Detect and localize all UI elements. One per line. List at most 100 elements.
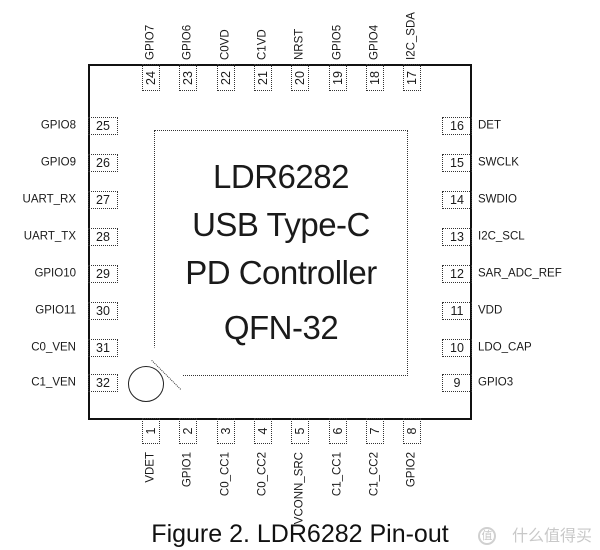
pin-number: 29 bbox=[96, 266, 110, 281]
pin-name: GPIO1 bbox=[181, 452, 194, 488]
pin-pad bbox=[88, 339, 118, 357]
pin-number: 27 bbox=[96, 192, 110, 207]
pin-pad bbox=[88, 154, 118, 172]
pin-number: 23 bbox=[180, 71, 195, 85]
pin-number: 30 bbox=[96, 303, 110, 318]
watermark-text: 什么值得买 bbox=[511, 528, 592, 545]
chip-title-interface: USB Type-C bbox=[192, 206, 370, 243]
chip-title-part: LDR6282 bbox=[213, 158, 349, 195]
pin-pad bbox=[88, 191, 118, 209]
pin-name: GPIO6 bbox=[181, 24, 194, 60]
pin-pad bbox=[142, 418, 160, 444]
pin-name: GPIO4 bbox=[368, 24, 381, 60]
pin-pad bbox=[403, 64, 421, 91]
pin-pad bbox=[88, 265, 118, 283]
chip-title-function: PD Controller bbox=[185, 254, 377, 291]
pin-pad bbox=[329, 64, 347, 91]
pin-pad bbox=[179, 64, 197, 91]
die-pad-outline bbox=[154, 130, 408, 376]
pin-pad bbox=[254, 64, 272, 91]
pin-name: VDET bbox=[144, 452, 157, 483]
pin-pad bbox=[366, 64, 384, 91]
pin-number: 8 bbox=[404, 427, 419, 435]
pin-name: GPIO10 bbox=[34, 267, 76, 280]
pin-number: 7 bbox=[367, 427, 382, 435]
pin-pad bbox=[88, 302, 118, 320]
pin-name: C1_CC2 bbox=[368, 452, 381, 497]
watermark-logo-icon: 值 bbox=[478, 527, 496, 545]
pin-pad bbox=[179, 418, 197, 444]
chip-title-package: QFN-32 bbox=[223, 309, 339, 346]
pin-name: LDO_CAP bbox=[478, 341, 532, 354]
pin-number: 21 bbox=[255, 71, 270, 85]
pin-name: VDD bbox=[478, 304, 503, 317]
pin-pad bbox=[442, 302, 472, 320]
pin-number: 10 bbox=[450, 340, 464, 355]
pin-name: GPIO5 bbox=[331, 24, 344, 60]
pin-name: C1_CC1 bbox=[331, 452, 344, 497]
pin-pad bbox=[88, 228, 118, 246]
pin-name: C1VD bbox=[256, 29, 269, 60]
pin-pad bbox=[142, 64, 160, 91]
pin-name: NRST bbox=[293, 28, 306, 60]
pin-name: C0_CC2 bbox=[256, 452, 269, 497]
pin-name: UART_RX bbox=[22, 193, 76, 206]
pin-number: 12 bbox=[450, 266, 464, 281]
pin-number: 4 bbox=[255, 427, 270, 435]
pin-name: SWDIO bbox=[478, 193, 517, 206]
pin-pad bbox=[442, 154, 472, 172]
pin-number: 19 bbox=[330, 71, 345, 85]
pin-number: 13 bbox=[450, 229, 464, 244]
pin-name: GPIO2 bbox=[405, 452, 418, 488]
pin-number: 6 bbox=[330, 427, 345, 435]
pin-name: UART_TX bbox=[23, 230, 76, 243]
pin-number: 18 bbox=[367, 71, 382, 85]
pin-number: 16 bbox=[450, 118, 464, 133]
pin-number: 14 bbox=[450, 192, 464, 207]
pin-pad bbox=[88, 117, 118, 135]
pin-number: 31 bbox=[96, 340, 110, 355]
pin1-indicator-circle bbox=[128, 366, 164, 402]
pin-pad bbox=[217, 418, 235, 444]
pin-pad bbox=[291, 418, 309, 444]
pin-name: GPIO7 bbox=[144, 24, 157, 60]
pin-pad bbox=[442, 117, 472, 135]
pin-number: 17 bbox=[404, 71, 419, 85]
figure-caption: Figure 2. LDR6282 Pin-out bbox=[151, 520, 449, 548]
pin-number: 25 bbox=[96, 118, 110, 133]
pin-number: 3 bbox=[218, 427, 233, 435]
pin-pad bbox=[442, 265, 472, 283]
pin-number: 9 bbox=[453, 375, 461, 390]
pin-pad bbox=[442, 228, 472, 246]
pin-number: 2 bbox=[180, 427, 195, 435]
pin-name: SWCLK bbox=[478, 156, 519, 169]
pin-pad bbox=[403, 418, 421, 444]
pin-pad bbox=[291, 64, 309, 91]
pin-name: DET bbox=[478, 119, 501, 132]
pin-number: 28 bbox=[96, 229, 110, 244]
pin-number: 32 bbox=[96, 375, 110, 390]
pin-name: I2C_SDA bbox=[405, 12, 418, 60]
pin-number: 26 bbox=[96, 155, 110, 170]
pin-number: 1 bbox=[143, 427, 158, 435]
pin-name: GPIO3 bbox=[478, 376, 514, 389]
pin-pad bbox=[217, 64, 235, 91]
pin-pad bbox=[366, 418, 384, 444]
pin-pad bbox=[442, 191, 472, 209]
pin-name: I2C_SCL bbox=[478, 230, 525, 243]
pin-pad bbox=[442, 339, 472, 357]
pin-number: 20 bbox=[292, 71, 307, 85]
pin-name: VCONN_SRC bbox=[293, 452, 306, 525]
pin-number: 11 bbox=[450, 303, 464, 318]
pin-number: 5 bbox=[292, 427, 307, 435]
pin-pad bbox=[254, 418, 272, 444]
pin-pad bbox=[88, 374, 118, 392]
pin-name: GPIO9 bbox=[40, 156, 76, 169]
pin-name: C0_CC1 bbox=[219, 452, 232, 497]
pin-number: 15 bbox=[450, 155, 464, 170]
pin-name: C0_VEN bbox=[31, 341, 76, 354]
pin-name: SAR_ADC_REF bbox=[478, 267, 562, 280]
pin-name: GPIO11 bbox=[35, 304, 76, 317]
pin-number: 22 bbox=[218, 71, 233, 85]
pin-name: GPIO8 bbox=[40, 119, 76, 132]
